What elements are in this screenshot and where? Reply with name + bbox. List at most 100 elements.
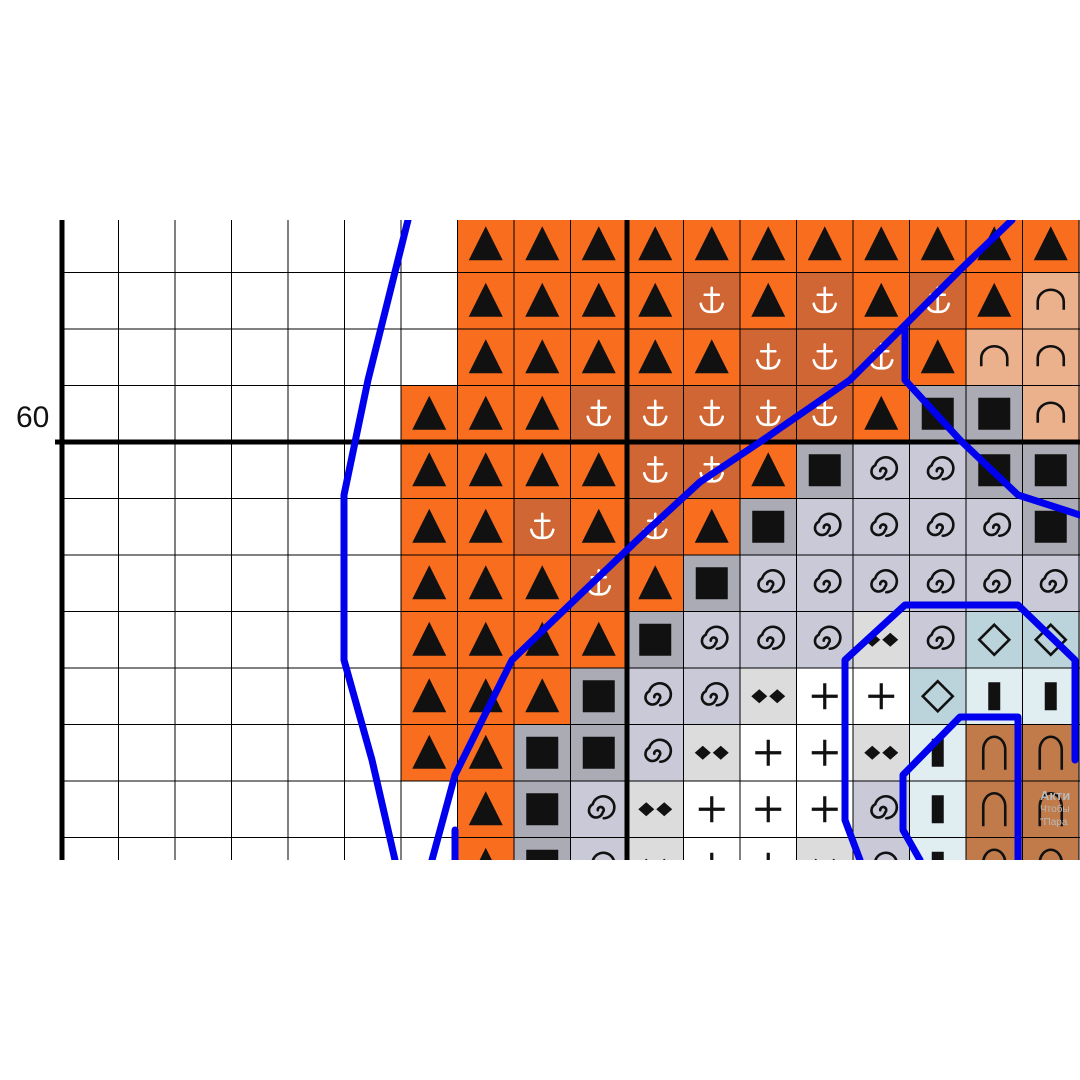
stitch-fill	[853, 724, 910, 781]
anchor-icon	[586, 399, 612, 427]
plus-icon	[766, 852, 770, 860]
stitch-cell	[909, 272, 966, 329]
stitch-cell	[909, 668, 966, 725]
triangle-icon	[1033, 226, 1068, 261]
triangle-icon	[468, 226, 503, 261]
triangle-icon	[468, 339, 503, 374]
stitch-cell	[570, 385, 627, 442]
stitch-cell	[966, 329, 1023, 386]
stitch-cell	[570, 724, 627, 781]
anchor-icon	[642, 399, 668, 427]
stitch-cell	[570, 837, 627, 860]
stitch-cell	[514, 837, 571, 860]
stitch-cell	[853, 442, 910, 499]
stitch-cell	[909, 611, 966, 668]
triangle-icon	[525, 565, 560, 600]
triangle-icon	[751, 226, 786, 261]
arch-icon	[1036, 288, 1066, 310]
triangle-icon	[694, 508, 729, 543]
stitch-fill	[796, 837, 853, 860]
stitch-cell	[909, 442, 966, 499]
stitch-cell	[1022, 385, 1079, 442]
spiral-icon	[700, 681, 729, 707]
double-diamond-icon	[751, 689, 786, 704]
stitch-cell	[457, 837, 514, 860]
outline-path	[899, 713, 1022, 860]
stitch-cell	[853, 668, 910, 725]
stitch-cell	[401, 668, 458, 725]
triangle-icon	[638, 565, 673, 600]
stitch-fill	[966, 781, 1023, 838]
triangle-icon	[412, 508, 447, 543]
stitch-cell	[909, 781, 966, 838]
cross-stitch-grid[interactable]	[0, 220, 1080, 860]
stitch-cell	[740, 781, 797, 838]
stitch-cell	[514, 498, 571, 555]
stitch-fill	[909, 668, 966, 725]
stitch-cell	[627, 837, 684, 860]
spiral-icon	[926, 455, 955, 481]
triangle-icon	[920, 339, 955, 374]
square-icon	[582, 736, 615, 769]
spiral-icon	[1039, 568, 1068, 594]
triangle-icon	[412, 621, 447, 656]
stitch-cell	[514, 272, 571, 329]
stitch-cell	[457, 781, 514, 838]
spiral-icon	[926, 512, 955, 538]
triangle-icon	[581, 282, 616, 317]
stitch-cell	[570, 329, 627, 386]
backstitch-outlines	[340, 220, 1080, 860]
triangle-icon	[468, 395, 503, 430]
triangle-icon	[468, 565, 503, 600]
spiral-icon	[926, 568, 955, 594]
triangle-icon	[468, 678, 503, 713]
plus-icon	[868, 683, 895, 710]
stitch-cell	[514, 442, 571, 499]
stitch-cell	[966, 781, 1023, 838]
cross-stitch-pattern-area[interactable]	[0, 220, 1080, 860]
stitch-cell	[796, 220, 853, 273]
stitch-cell	[853, 272, 910, 329]
stitch-cell	[514, 329, 571, 386]
stitch-cell	[683, 498, 740, 555]
diamond-outline-icon	[977, 622, 1012, 657]
spiral-icon	[587, 794, 616, 820]
stitch-cell	[1022, 329, 1079, 386]
square-icon	[752, 510, 785, 543]
arch-icon	[1036, 401, 1066, 423]
stitch-cell	[457, 442, 514, 499]
stitch-cell	[909, 724, 966, 781]
stitch-cell	[627, 668, 684, 725]
square-icon	[526, 849, 559, 860]
stitch-fill	[966, 329, 1023, 386]
triangle-icon	[694, 226, 729, 261]
arch-icon	[1038, 735, 1064, 770]
triangle-icon	[638, 339, 673, 374]
stitch-cell	[1022, 272, 1079, 329]
outline-path	[841, 601, 1079, 860]
stitch-cell	[740, 272, 797, 329]
spiral-icon	[757, 625, 786, 651]
bar-icon	[1044, 682, 1057, 711]
stitch-cell	[683, 837, 740, 860]
stitch-cell	[457, 329, 514, 386]
triangle-icon	[525, 678, 560, 713]
spiral-icon	[644, 681, 673, 707]
stitch-cell	[1022, 555, 1079, 612]
double-diamond-icon	[864, 745, 899, 760]
triangle-icon	[468, 791, 503, 826]
spiral-icon	[926, 625, 955, 651]
stitch-cell	[853, 385, 910, 442]
square-icon	[1034, 454, 1067, 487]
stitch-cell	[740, 611, 797, 668]
stitch-cell	[401, 555, 458, 612]
stitch-cell	[909, 220, 966, 273]
plus-icon	[698, 796, 725, 823]
square-icon	[526, 793, 559, 826]
stitch-cell	[853, 724, 910, 781]
stitch-cell	[570, 668, 627, 725]
triangle-icon	[468, 734, 503, 769]
stitch-cell	[683, 781, 740, 838]
stitch-cell	[909, 837, 966, 860]
